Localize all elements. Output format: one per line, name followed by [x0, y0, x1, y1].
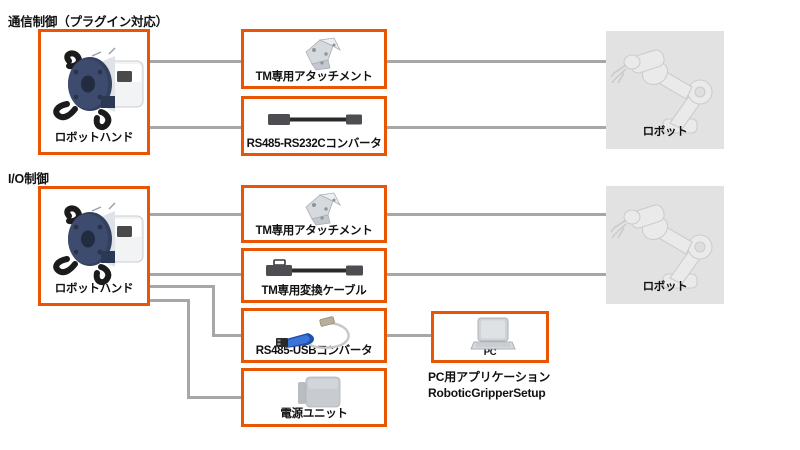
panel-robot-io: ロボット [606, 186, 724, 304]
connector-rs232c-to-robot [386, 126, 608, 129]
box-caption: ロボットハンド [54, 131, 134, 144]
connector-hand-to-tm-attachment [148, 60, 242, 63]
connector-tm-attachment-to-robot [386, 60, 608, 63]
connector-tm-attachment-to-robot-io [386, 213, 608, 216]
box-robot-hand-io[interactable]: ロボットハンド [38, 186, 150, 306]
box-robot-hand-communication[interactable]: ロボットハンド [38, 29, 150, 155]
box-tm-conversion-cable[interactable]: TM専用変換ケーブル [241, 248, 387, 303]
box-caption: TM専用アタッチメント [255, 224, 373, 237]
connector-hand-to-usb-seg1 [148, 285, 215, 288]
box-caption: TM専用変換ケーブル [261, 284, 367, 297]
box-tm-attachment-io[interactable]: TM専用アタッチメント [241, 185, 387, 243]
panel-caption: ロボット [642, 126, 688, 138]
box-rs485-usb-converter[interactable]: RS485-USBコンバータ [241, 308, 387, 363]
box-pc[interactable]: PC [431, 311, 549, 363]
panel-caption: ロボット [642, 281, 688, 293]
robot-arm-icon [606, 186, 724, 304]
connector-hand-to-usb-seg2 [212, 285, 215, 337]
connector-hand-to-tm-cable [148, 273, 242, 276]
connector-hand-to-usb-seg3 [212, 334, 242, 337]
pc-application-caption-line1: PC用アプリケーション [428, 370, 551, 384]
box-caption: TM専用アタッチメント [255, 70, 373, 83]
box-power-unit[interactable]: 電源ユニット [241, 368, 387, 427]
connector-usb-to-pc [386, 334, 432, 337]
box-caption: 電源ユニット [280, 407, 348, 420]
connector-hand-to-power-seg1 [148, 299, 190, 302]
box-caption: ロボットハンド [54, 282, 134, 295]
section-title-communication-control: 通信制御（プラグイン対応） [8, 15, 168, 29]
panel-robot-communication: ロボット [606, 31, 724, 149]
box-caption: RS485-RS232Cコンバータ [246, 137, 382, 150]
connector-tm-cable-to-robot [386, 273, 608, 276]
connector-hand-to-rs232c [148, 126, 242, 129]
robot-arm-icon [606, 31, 724, 149]
pc-application-caption-line2: RoboticGripperSetup [428, 386, 546, 400]
box-caption: PC [483, 347, 497, 359]
section-title-io-control: I/O制御 [8, 172, 49, 186]
connector-hand-to-tm-attachment-io [148, 213, 242, 216]
connector-hand-to-power-seg2 [187, 299, 190, 399]
box-rs232c-converter[interactable]: RS485-RS232Cコンバータ [241, 96, 387, 156]
connector-hand-to-power-seg3 [187, 396, 242, 399]
box-caption: RS485-USBコンバータ [255, 344, 373, 357]
box-tm-attachment-communication[interactable]: TM専用アタッチメント [241, 29, 387, 89]
